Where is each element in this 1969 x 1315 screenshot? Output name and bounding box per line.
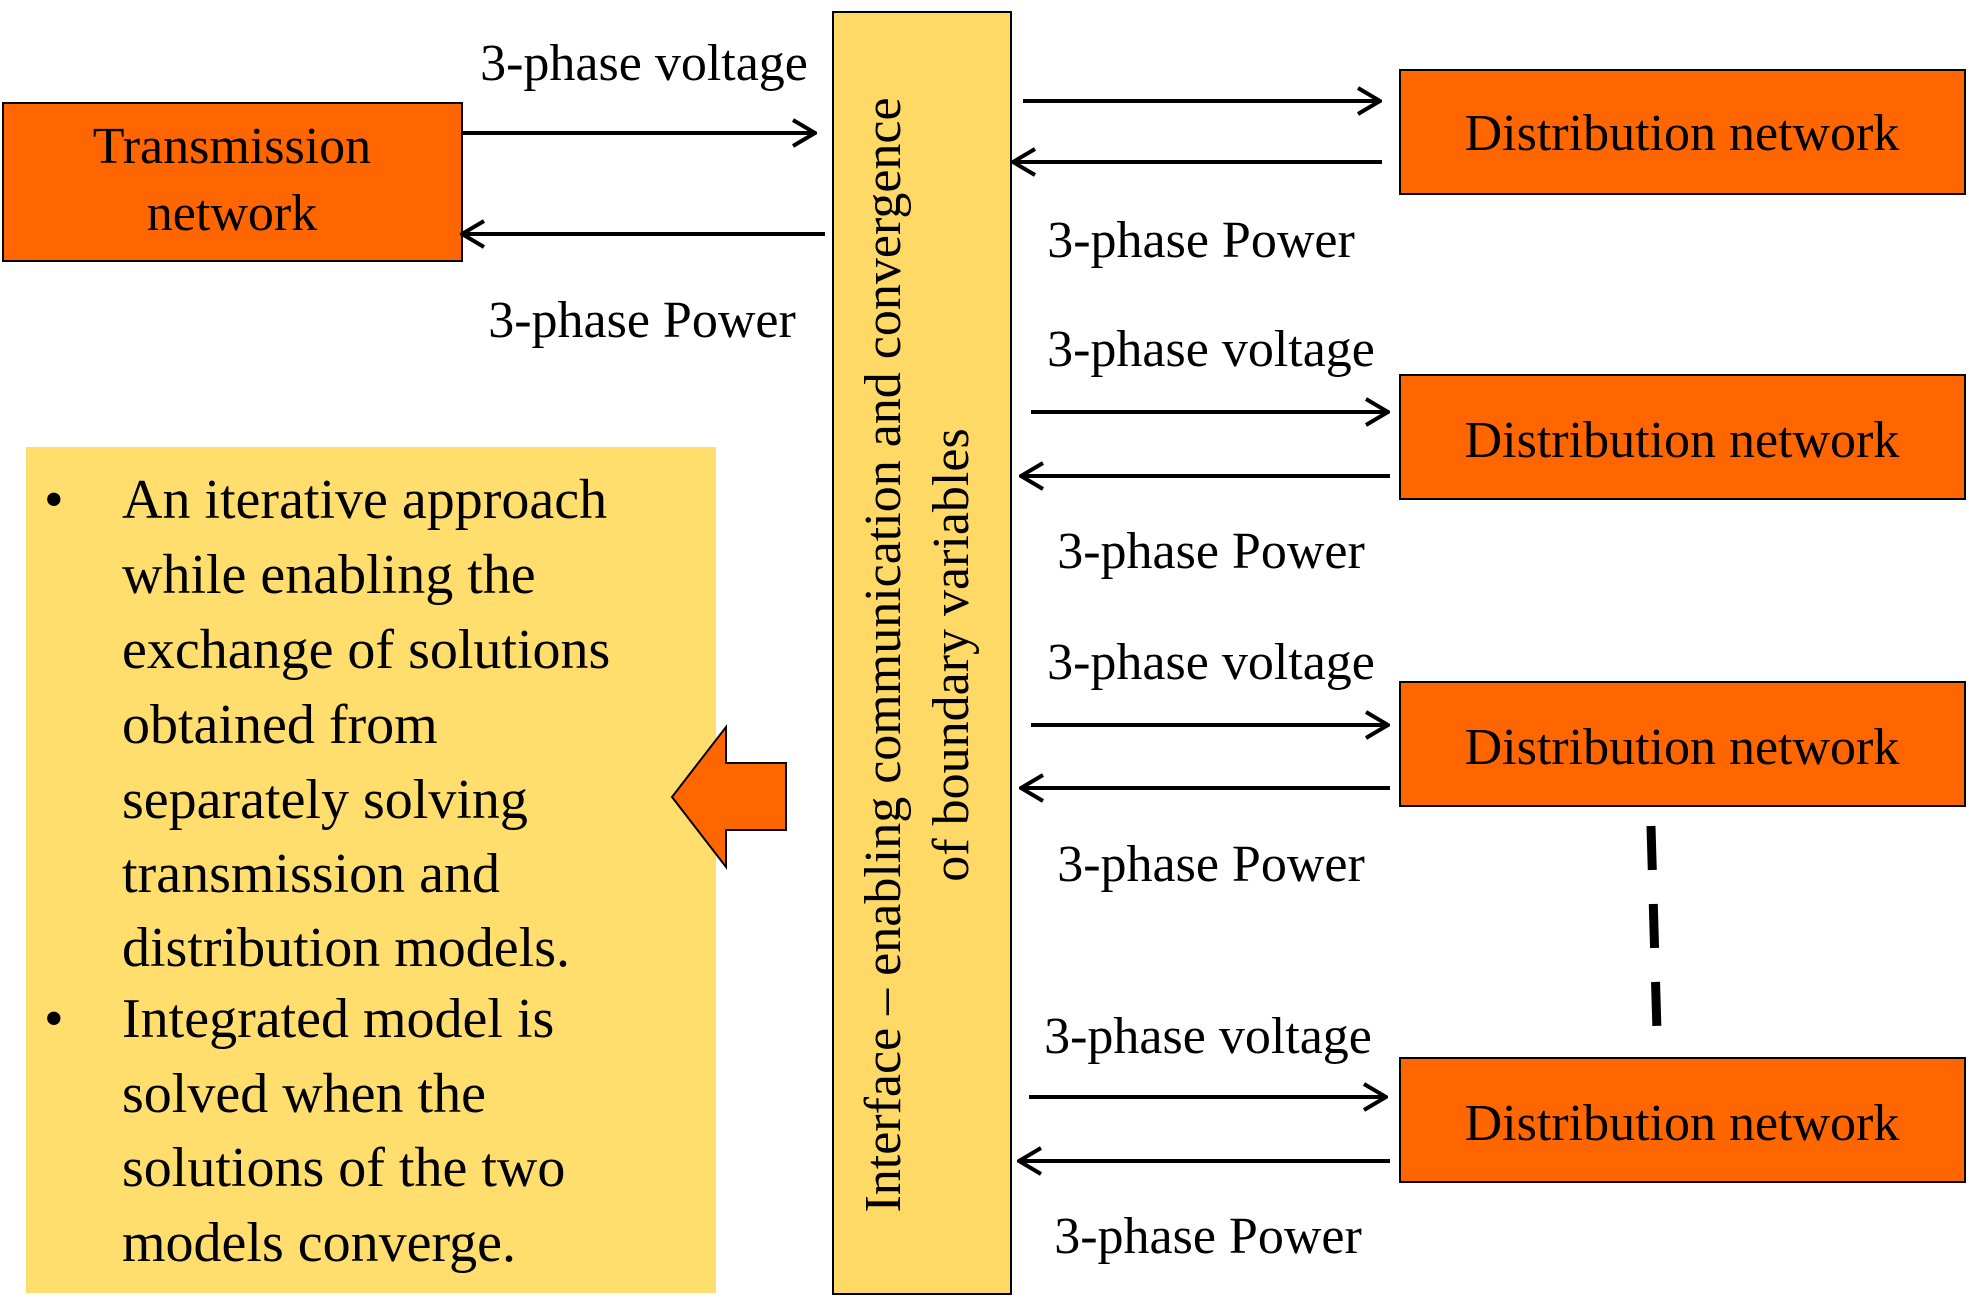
transmission-power-label: 3-phase Power (488, 292, 796, 349)
distribution-3-voltage-label: 3-phase voltage (1047, 634, 1375, 691)
distribution-node-label-1: Distribution network (1465, 105, 1900, 162)
transmission-node-line2: network (147, 185, 317, 242)
transmission-network-node: Transmission network (2, 102, 463, 262)
bullet-1-line-2: while enabling the (122, 544, 536, 606)
bullet-2-line-1: Integrated model is (122, 988, 554, 1050)
bullet-1-line-6: transmission and (122, 843, 500, 905)
interface-column: Interface – enabling communication and c… (832, 11, 1012, 1295)
left-block-arrow-icon (670, 724, 787, 870)
transmission-voltage-label: 3-phase voltage (480, 35, 808, 92)
bullet-1-line-1: An iterative approach (122, 469, 607, 531)
bullet-1-line-5: separately solving (122, 769, 528, 831)
distribution-network-node-3: Distribution network (1399, 681, 1966, 807)
bullet-1-line-3: exchange of solutions (122, 619, 610, 681)
bullet-2-line-3: solutions of the two (122, 1137, 565, 1199)
bullet-2-glyph: • (44, 988, 64, 1050)
distribution-1-power-label: 3-phase Power (1047, 212, 1355, 269)
distribution-network-node-1: Distribution network (1399, 69, 1966, 195)
bullet-1-line-7: distribution models. (122, 917, 570, 979)
bullet-1-line-4: obtained from (122, 694, 438, 756)
distribution-network-node-4: Distribution network (1399, 1057, 1966, 1183)
transmission-node-line1: Transmission (93, 118, 371, 175)
notes-box: • An iterative approach while enabling t… (26, 447, 716, 1293)
distribution-2-power-label: 3-phase Power (1057, 523, 1365, 580)
bullet-2-line-2: solved when the (122, 1063, 486, 1125)
distribution-network-node-2: Distribution network (1399, 374, 1966, 500)
distribution-3-power-label: 3-phase Power (1057, 836, 1365, 893)
dashed-ellipsis-icon (1646, 825, 1662, 1033)
interface-label-line1: Interface – enabling communication and c… (855, 97, 912, 1212)
distribution-node-label-3: Distribution network (1465, 719, 1900, 776)
distribution-node-label-4: Distribution network (1465, 1095, 1900, 1152)
interface-label-line2: of boundary variables (923, 428, 980, 881)
distribution-4-power-label: 3-phase Power (1054, 1208, 1362, 1265)
distribution-4-voltage-label: 3-phase voltage (1044, 1008, 1372, 1065)
bullet-1-glyph: • (44, 469, 64, 531)
bullet-2-line-4: models converge. (122, 1212, 516, 1274)
distribution-2-voltage-label: 3-phase voltage (1047, 321, 1375, 378)
distribution-node-label-2: Distribution network (1465, 412, 1900, 469)
